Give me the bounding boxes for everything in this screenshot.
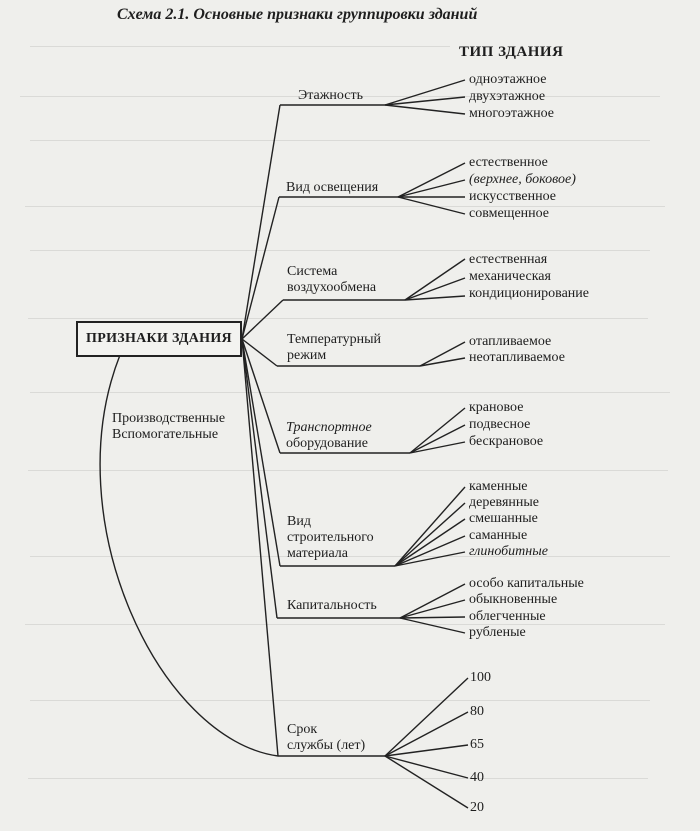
branch-line — [241, 196, 280, 340]
branch-line — [241, 104, 281, 340]
root-label: ПРИЗНАКИ ЗДАНИЯ — [86, 331, 232, 346]
type-item: 65 — [470, 737, 484, 752]
branch-line — [241, 299, 284, 340]
type-item: саманные — [469, 528, 528, 543]
type-item: двухэтажное — [469, 89, 546, 104]
type-item: естественное — [469, 155, 548, 170]
branch-line — [241, 338, 278, 619]
category-service-life: Срок — [287, 722, 318, 737]
category-ventilation: Система — [287, 264, 338, 279]
type-item: 40 — [470, 770, 484, 785]
type-item: 20 — [470, 800, 484, 815]
category-material: Вид — [287, 514, 311, 529]
type-item: каменные — [469, 479, 528, 494]
branch-line — [241, 338, 279, 757]
category-durability: Капитальность — [287, 598, 377, 613]
branch-line — [241, 338, 281, 567]
type-item: многоэтажное — [469, 106, 554, 121]
type-item: (верхнее, боковое) — [469, 172, 576, 187]
type-item: смешанные — [469, 511, 538, 526]
category-ventilation-line2: воздухообмена — [287, 280, 377, 295]
type-item: естественная — [469, 252, 548, 267]
side-label-production: Производственные — [112, 411, 226, 426]
type-item: облегченные — [469, 609, 546, 624]
branch-line — [241, 338, 278, 367]
type-item: 100 — [470, 670, 491, 685]
arc-line — [99, 354, 279, 757]
root-node: ПРИЗНАКИ ЗДАНИЯ — [76, 321, 242, 357]
category-floors: Этажность — [298, 88, 363, 103]
column-header: ТИП ЗДАНИЯ — [459, 44, 564, 60]
type-item: подвесное — [469, 417, 531, 432]
category-material-line2: строительного — [287, 530, 374, 545]
type-item: деревянные — [469, 495, 540, 510]
branch-line — [241, 338, 281, 454]
type-item: одноэтажное — [469, 72, 547, 87]
type-item: совмещенное — [469, 206, 550, 221]
category-transport: Транспортное — [286, 420, 372, 435]
type-item: бескрановое — [469, 434, 544, 449]
type-item: особо капитальные — [469, 576, 584, 591]
type-item: глинобитные — [469, 544, 548, 559]
category-temperature: Температурный — [287, 332, 381, 347]
category-transport-line2: оборудование — [286, 436, 369, 451]
type-item: кондиционирование — [469, 286, 590, 301]
type-item: 80 — [470, 704, 484, 719]
type-item: отапливаемое — [469, 334, 552, 349]
type-item: рубленые — [469, 625, 526, 640]
category-lighting: Вид освещения — [286, 180, 379, 195]
type-item: обыкновенные — [469, 592, 558, 607]
diagram-title: Схема 2.1. Основные признаки группировки… — [117, 6, 478, 23]
type-item: крановое — [469, 400, 524, 415]
side-label-auxiliary: Вспомогательные — [112, 427, 219, 442]
type-item: искусственное — [469, 189, 556, 204]
type-item: неотапливаемое — [469, 350, 565, 365]
category-material-line3: материала — [287, 546, 348, 561]
category-service-life-line2: службы (лет) — [287, 738, 366, 753]
type-item: механическая — [469, 269, 551, 284]
category-temperature-line2: режим — [287, 348, 327, 363]
